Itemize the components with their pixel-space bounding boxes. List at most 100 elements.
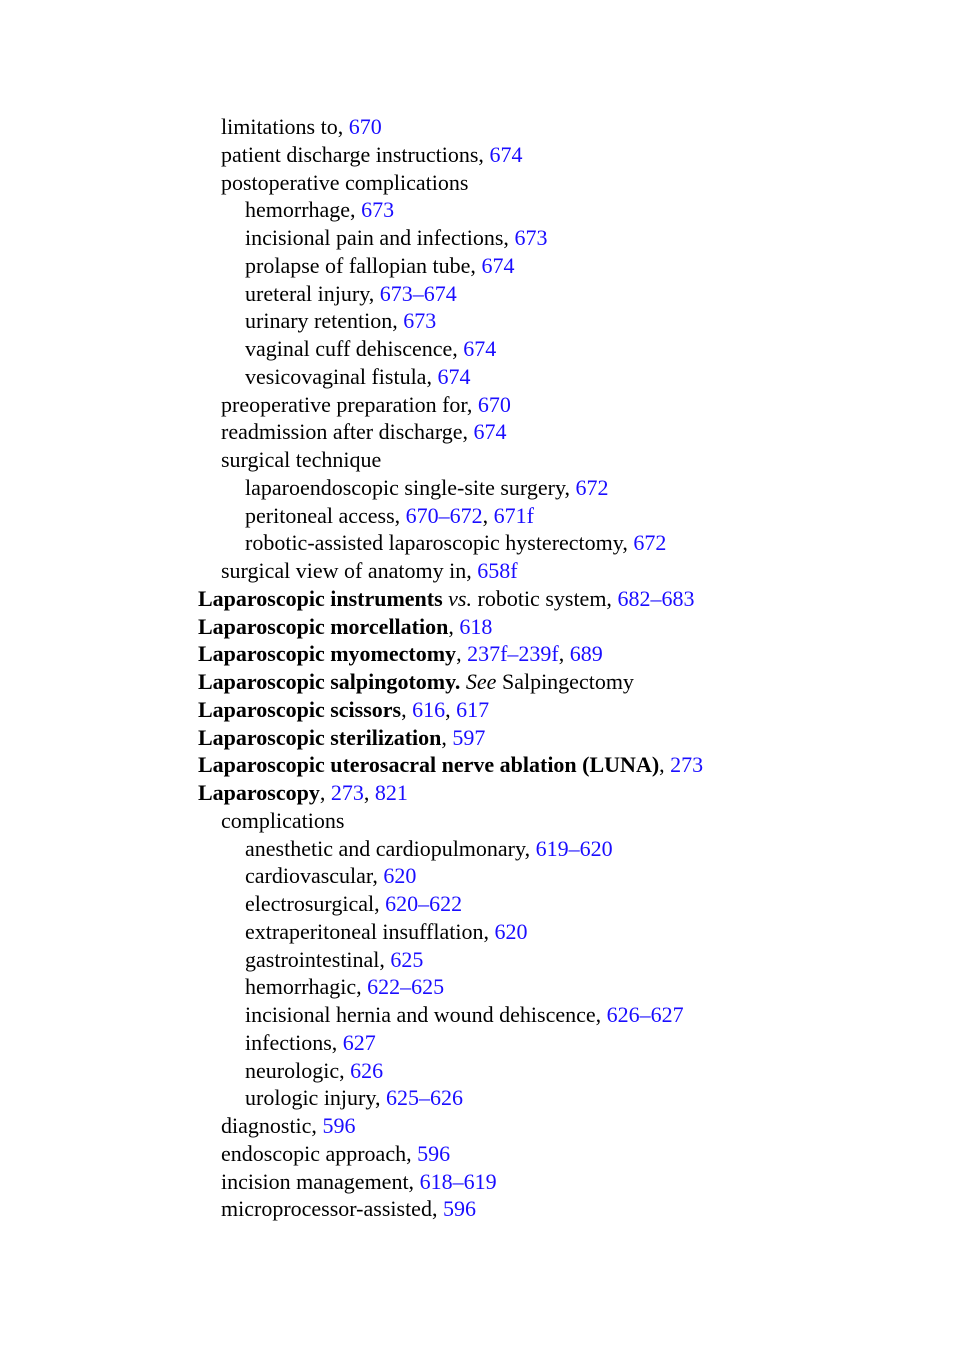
page-reference-link[interactable]: 670 — [348, 114, 382, 139]
page-reference-link[interactable]: 627 — [342, 1029, 376, 1055]
page-reference-link[interactable]: 618 — [459, 613, 493, 639]
entry-text: cardiovascular, — [245, 863, 384, 889]
page-reference-link[interactable]: 617 — [456, 696, 490, 722]
page-reference-link[interactable]: 674 — [437, 363, 471, 389]
index-subentry: patient discharge instructions, 674 — [198, 141, 918, 169]
entry-text: postoperative complications — [221, 169, 469, 195]
index-subsubentry: prolapse of fallopian tube, 674 — [198, 252, 918, 280]
index-subentry: limitations to, 670 — [198, 113, 918, 141]
entry-text: electrosurgical, — [245, 891, 386, 916]
page-reference-link[interactable]: 273 — [330, 780, 364, 805]
page-reference-link[interactable]: 673 — [514, 225, 548, 250]
page-reference-link[interactable]: 619–620 — [535, 835, 613, 861]
page-reference-link[interactable]: 597 — [452, 724, 486, 750]
page-reference-link[interactable]: 625 — [390, 946, 424, 972]
page-reference-link[interactable]: 620 — [383, 863, 417, 889]
page-reference-link[interactable]: 626 — [350, 1057, 384, 1083]
entry-italic-text: See — [465, 669, 497, 694]
page-reference-link[interactable]: 672 — [633, 530, 667, 556]
entry-text: hemorrhage, — [245, 197, 362, 223]
index-subsubentry: laparoendoscopic single-site surgery, 67… — [198, 474, 918, 502]
page-reference-link[interactable]: 618–619 — [419, 1168, 497, 1194]
page-reference-link[interactable]: 620–622 — [385, 891, 463, 916]
page-reference-link[interactable]: 626–627 — [606, 1002, 684, 1027]
entry-text: , — [441, 724, 453, 750]
page-reference-link[interactable]: 670 — [477, 391, 511, 417]
index-subentry: surgical technique — [198, 446, 918, 474]
index-subsubentry: hemorrhage, 673 — [198, 196, 918, 224]
page-reference-link[interactable]: 670–672 — [405, 502, 483, 528]
page-reference-link[interactable]: 658f — [477, 558, 518, 583]
page-reference-link[interactable]: 596 — [417, 1140, 451, 1166]
index-subsubentry: electrosurgical, 620–622 — [198, 890, 918, 918]
entry-text: Salpingectomy — [496, 669, 634, 694]
entry-heading: Laparoscopic salpingotomy. — [198, 669, 461, 694]
page-reference-link[interactable]: 620 — [494, 918, 528, 944]
index-subsubentry: hemorrhagic, 622–625 — [198, 973, 918, 1001]
page-reference-link[interactable]: 616 — [412, 696, 446, 722]
page-reference-link[interactable]: 674 — [489, 141, 523, 167]
page-reference-link[interactable]: 674 — [473, 419, 507, 445]
page-reference-link[interactable]: 596 — [322, 1113, 356, 1138]
entry-text: , — [448, 613, 460, 639]
index-subsubentry: ureteral injury, 673–674 — [198, 280, 918, 308]
page-reference-link[interactable]: 674 — [481, 252, 515, 278]
entry-text: ureteral injury, — [245, 280, 380, 306]
entry-text: , — [482, 502, 494, 528]
entry-text: hemorrhagic, — [245, 974, 368, 1000]
page-reference-link[interactable]: 622–625 — [367, 974, 445, 1000]
index-subsubentry: urologic injury, 625–626 — [198, 1084, 918, 1112]
index-subsubentry: peritoneal access, 670–672, 671f — [198, 502, 918, 530]
entry-text: , — [445, 696, 457, 722]
page-reference-link[interactable]: 674 — [463, 336, 497, 361]
entry-heading: Laparoscopic uterosacral nerve ablation … — [198, 752, 660, 778]
page-reference-link[interactable]: 689 — [569, 641, 603, 667]
index-subsubentry: gastrointestinal, 625 — [198, 946, 918, 974]
page-reference-link[interactable]: 682–683 — [617, 585, 695, 611]
entry-text: endoscopic approach, — [221, 1140, 418, 1166]
entry-text: vesicovaginal fistula, — [245, 363, 438, 389]
entry-text: urologic injury, — [245, 1085, 386, 1111]
entry-text: vaginal cuff dehiscence, — [245, 336, 464, 361]
page-reference-link[interactable]: 673 — [403, 308, 437, 334]
entry-text: , — [456, 641, 468, 667]
entry-text: patient discharge instructions, — [221, 141, 490, 167]
entry-text: readmission after discharge, — [221, 419, 474, 445]
page-reference-link[interactable]: 673 — [361, 197, 395, 223]
page-reference-link[interactable]: 672 — [575, 474, 609, 500]
entry-text: gastrointestinal, — [245, 946, 391, 972]
page-reference-link[interactable]: 671f — [493, 502, 534, 528]
entry-text: limitations to, — [221, 114, 349, 139]
index-subsubentry: vaginal cuff dehiscence, 674 — [198, 335, 918, 363]
entry-heading: Laparoscopy — [198, 780, 320, 805]
entry-text: incisional pain and infections, — [245, 225, 515, 250]
page-reference-link[interactable]: 673–674 — [379, 280, 457, 306]
index-main-entry: Laparoscopic scissors, 616, 617 — [198, 696, 918, 724]
entry-text: complications — [221, 807, 345, 833]
index-main-entry: Laparoscopic sterilization, 597 — [198, 724, 918, 752]
page-reference-link[interactable]: 596 — [442, 1196, 476, 1222]
page-reference-link[interactable]: 237f–239f — [467, 641, 559, 667]
index-subsubentry: anesthetic and cardiopulmonary, 619–620 — [198, 835, 918, 863]
index-subsubentry: vesicovaginal fistula, 674 — [198, 363, 918, 391]
index-subentry: microprocessor-assisted, 596 — [198, 1195, 918, 1223]
entry-text: surgical technique — [221, 447, 382, 472]
index-subsubentry: extraperitoneal insufflation, 620 — [198, 918, 918, 946]
entry-text: , — [558, 641, 570, 667]
index-subentry: readmission after discharge, 674 — [198, 418, 918, 446]
entry-text: microprocessor-assisted, — [221, 1196, 443, 1222]
entry-text: incision management, — [221, 1168, 420, 1194]
entry-italic-text: vs. — [448, 585, 472, 611]
index-subsubentry: infections, 627 — [198, 1029, 918, 1057]
index-subentry: endoscopic approach, 596 — [198, 1140, 918, 1168]
page-reference-link[interactable]: 625–626 — [385, 1085, 463, 1111]
index-subentry: complications — [198, 807, 918, 835]
entry-text: anesthetic and cardiopulmonary, — [245, 835, 536, 861]
entry-text: , — [659, 752, 671, 778]
index-main-entry: Laparoscopic morcellation, 618 — [198, 613, 918, 641]
page-reference-link[interactable]: 821 — [374, 780, 408, 805]
index-subsubentry: cardiovascular, 620 — [198, 862, 918, 890]
page-reference-link[interactable]: 273 — [670, 752, 704, 778]
index-subsubentry: incisional hernia and wound dehiscence, … — [198, 1001, 918, 1029]
